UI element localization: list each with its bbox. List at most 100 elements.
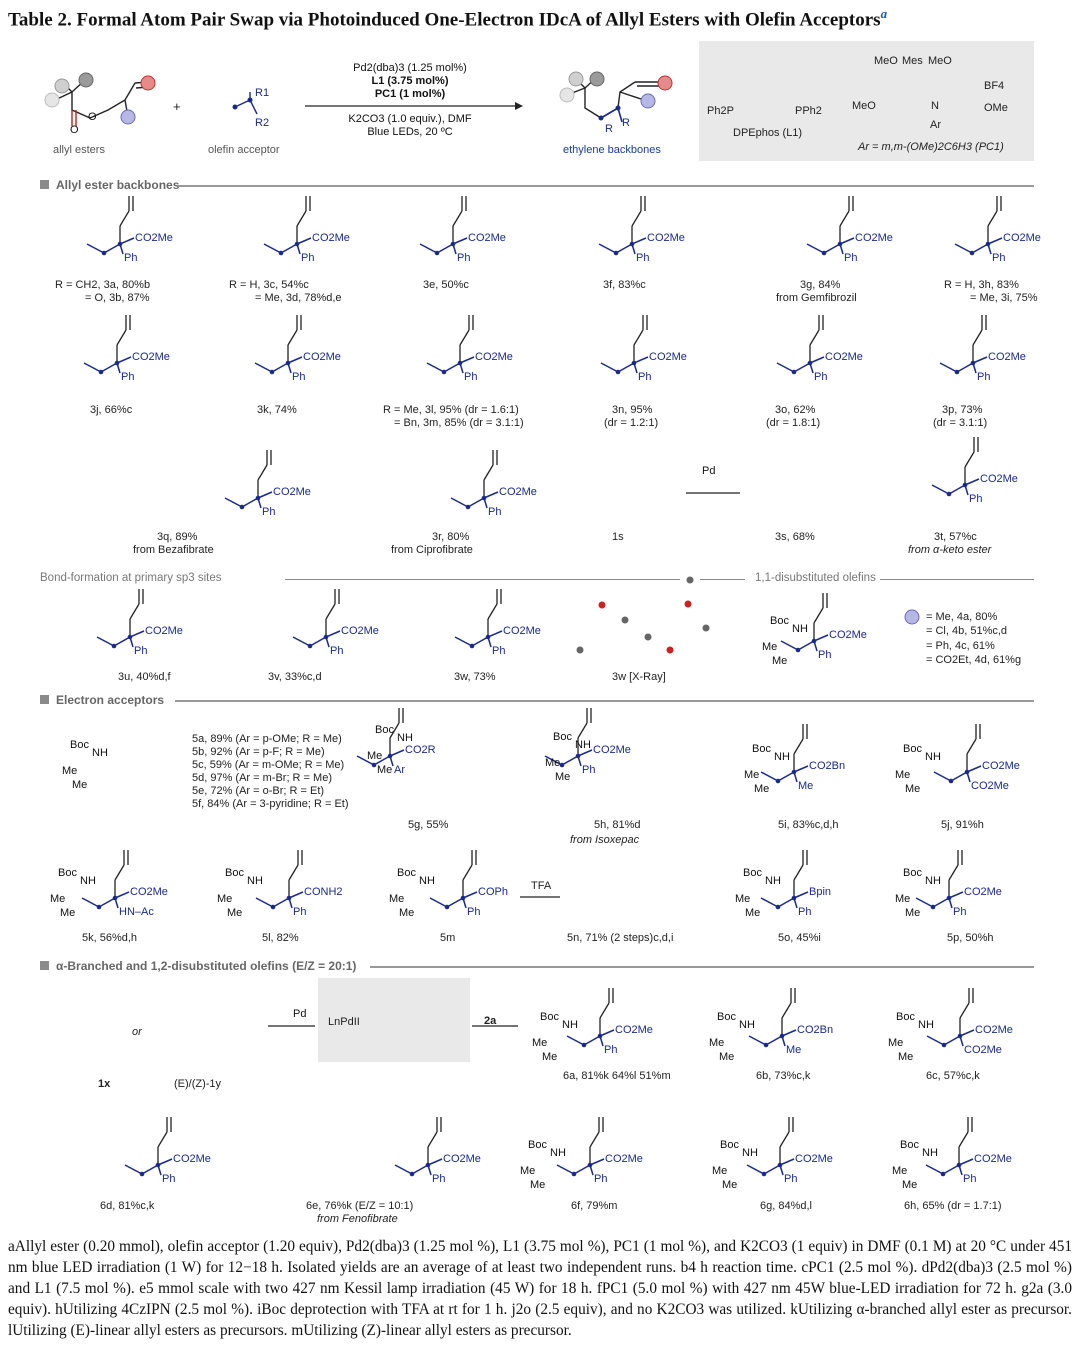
structure-text: Ph [963, 1173, 976, 1185]
xray-atom [576, 646, 584, 654]
label-6a: 6a, 81%k 64%l 51%m [563, 1070, 671, 1082]
label-4b: = Cl, 4b, 51%c,d [926, 625, 1008, 637]
ligand-pph2: PPh2 [795, 105, 822, 117]
structure-text: Ph [467, 906, 480, 918]
structure-text: CO2Me [303, 351, 341, 363]
subsection-rule-b [700, 579, 745, 580]
label-3g: 3g, 84% [800, 279, 841, 291]
structure-text: CO2Me [982, 760, 1020, 772]
structure-text: Ar [394, 764, 405, 776]
structure-text: Me [722, 1179, 737, 1191]
structure-text: Ph [292, 371, 305, 383]
label-3c: R = H, 3c, 54%c [229, 279, 309, 291]
label-3n: 3n, 95% [612, 404, 653, 416]
structure-text: Me [389, 893, 404, 905]
pc-meo-1: MeO [874, 55, 898, 67]
structure-text: Ph [969, 493, 982, 505]
structure-text: Boc [743, 867, 762, 879]
structure-text: Me [772, 655, 787, 667]
structure-text: NH [247, 875, 263, 887]
label-1x: 1x [98, 1078, 111, 1090]
section-electron-acceptors: Electron acceptors [40, 693, 164, 707]
label-5a: 5a, 89% (Ar = p-OMe; R = Me) [192, 733, 342, 745]
structure-text: CO2Bn [809, 760, 845, 772]
structure-text: NH [925, 751, 941, 763]
structure-text: Boc [70, 739, 89, 751]
structure-text: CO2Bn [797, 1024, 833, 1036]
structure-text: NH [922, 1147, 938, 1159]
structure-text: Boc [903, 743, 922, 755]
structure-text: CO2Me [593, 744, 631, 756]
subsection-rule-c [880, 579, 1034, 580]
label-5m: 5m [440, 932, 456, 944]
label-3m: = Bn, 3m, 85% (dr = 3.1:1) [394, 417, 524, 429]
structure-text: Me [542, 1051, 557, 1063]
section-alpha-branched: α-Branched and 1,2-disubstituted olefins… [40, 959, 356, 973]
svg-text:R: R [605, 123, 613, 135]
ethylene-backbones-label: ethylene backbones [563, 144, 661, 156]
label-6d: 6d, 81%c,k [100, 1200, 155, 1212]
section-rule-3 [370, 966, 1034, 968]
label-6g: 6g, 84%d,l [760, 1200, 812, 1212]
label-tfa: TFA [531, 880, 552, 892]
label-5n: 5n, 71% (2 steps)c,d,i [567, 932, 674, 944]
structure-text: Ph [464, 371, 477, 383]
label-5i: 5i, 83%c,d,h [778, 819, 839, 831]
structure-text: Ph [330, 645, 343, 657]
structure-text: Ph [488, 506, 501, 518]
structure-text: NH [918, 1019, 934, 1031]
structure-text: CO2Me [173, 1153, 211, 1165]
structure-text: CO2Me [468, 232, 506, 244]
section-primary-sp3: Bond-formation at primary sp3 sites [40, 572, 222, 584]
label-3k: 3k, 74% [257, 404, 297, 416]
structure-text: NH [562, 1019, 578, 1031]
label-3q: 3q, 89% [157, 531, 198, 543]
structure-text: Me [762, 641, 777, 653]
structure-text: Boc [896, 1011, 915, 1023]
label-3p: 3p, 73% [942, 404, 983, 416]
label-or: or [132, 1026, 142, 1038]
structure-text: Me [712, 1165, 727, 1177]
structure-text: Me [72, 779, 87, 791]
structure-text: Ph [124, 252, 137, 264]
structure-text: Boc [752, 743, 771, 755]
structure-text: Ph [293, 906, 306, 918]
catalyst-box [699, 41, 1034, 161]
structure-text: Me [902, 1179, 917, 1191]
svg-text:R1: R1 [255, 87, 269, 99]
label-5h-source: from Isoxepac [570, 834, 640, 846]
structure-text: Ph [992, 252, 1005, 264]
ligand-ph2p: Ph2P [707, 105, 734, 117]
structure-text: Ph [457, 252, 470, 264]
structure-text: Boc [717, 1011, 736, 1023]
structure-text: NH [80, 875, 96, 887]
label-5j: 5j, 91%h [941, 819, 984, 831]
pc-meo-2: MeO [928, 55, 952, 67]
intermediate-box [318, 978, 470, 1062]
label-3r-source: from Ciprofibrate [391, 544, 473, 556]
structure-text: CO2Me [312, 232, 350, 244]
structure-text: Ph [121, 371, 134, 383]
subsection-rule-a [285, 579, 680, 580]
structure-text: Boc [770, 615, 789, 627]
footnote: aAllyl ester (0.20 mmol), olefin accepto… [8, 1238, 1072, 1339]
structure-text: CO2Me [145, 625, 183, 637]
label-3e: 3e, 50%c [423, 279, 469, 291]
label-3a: R = CH2, 3a, 80%b [55, 279, 151, 291]
structure-text: CO2Me [974, 1153, 1012, 1165]
structure-text: Me [530, 1179, 545, 1191]
structure-text: CO2R [405, 744, 436, 756]
structure-text: Me [555, 771, 570, 783]
label-3q-source: from Bezafibrate [133, 544, 214, 556]
label-6b: 6b, 73%c,k [756, 1070, 811, 1082]
structure-text: Me [786, 1044, 801, 1056]
structure-text: Boc [553, 731, 572, 743]
structure-text: Ph [134, 645, 147, 657]
structure-text: CO2Me [503, 625, 541, 637]
xray-atom [702, 624, 710, 632]
svg-text:R2: R2 [255, 117, 269, 129]
pc-label: Ar = m,m-(OMe)2C6H3 (PC1) [858, 141, 1004, 153]
structure-text: Me [905, 907, 920, 919]
section-rule-1 [178, 185, 1034, 187]
label-5c: 5c, 59% (Ar = m-OMe; R = Me) [192, 759, 345, 771]
